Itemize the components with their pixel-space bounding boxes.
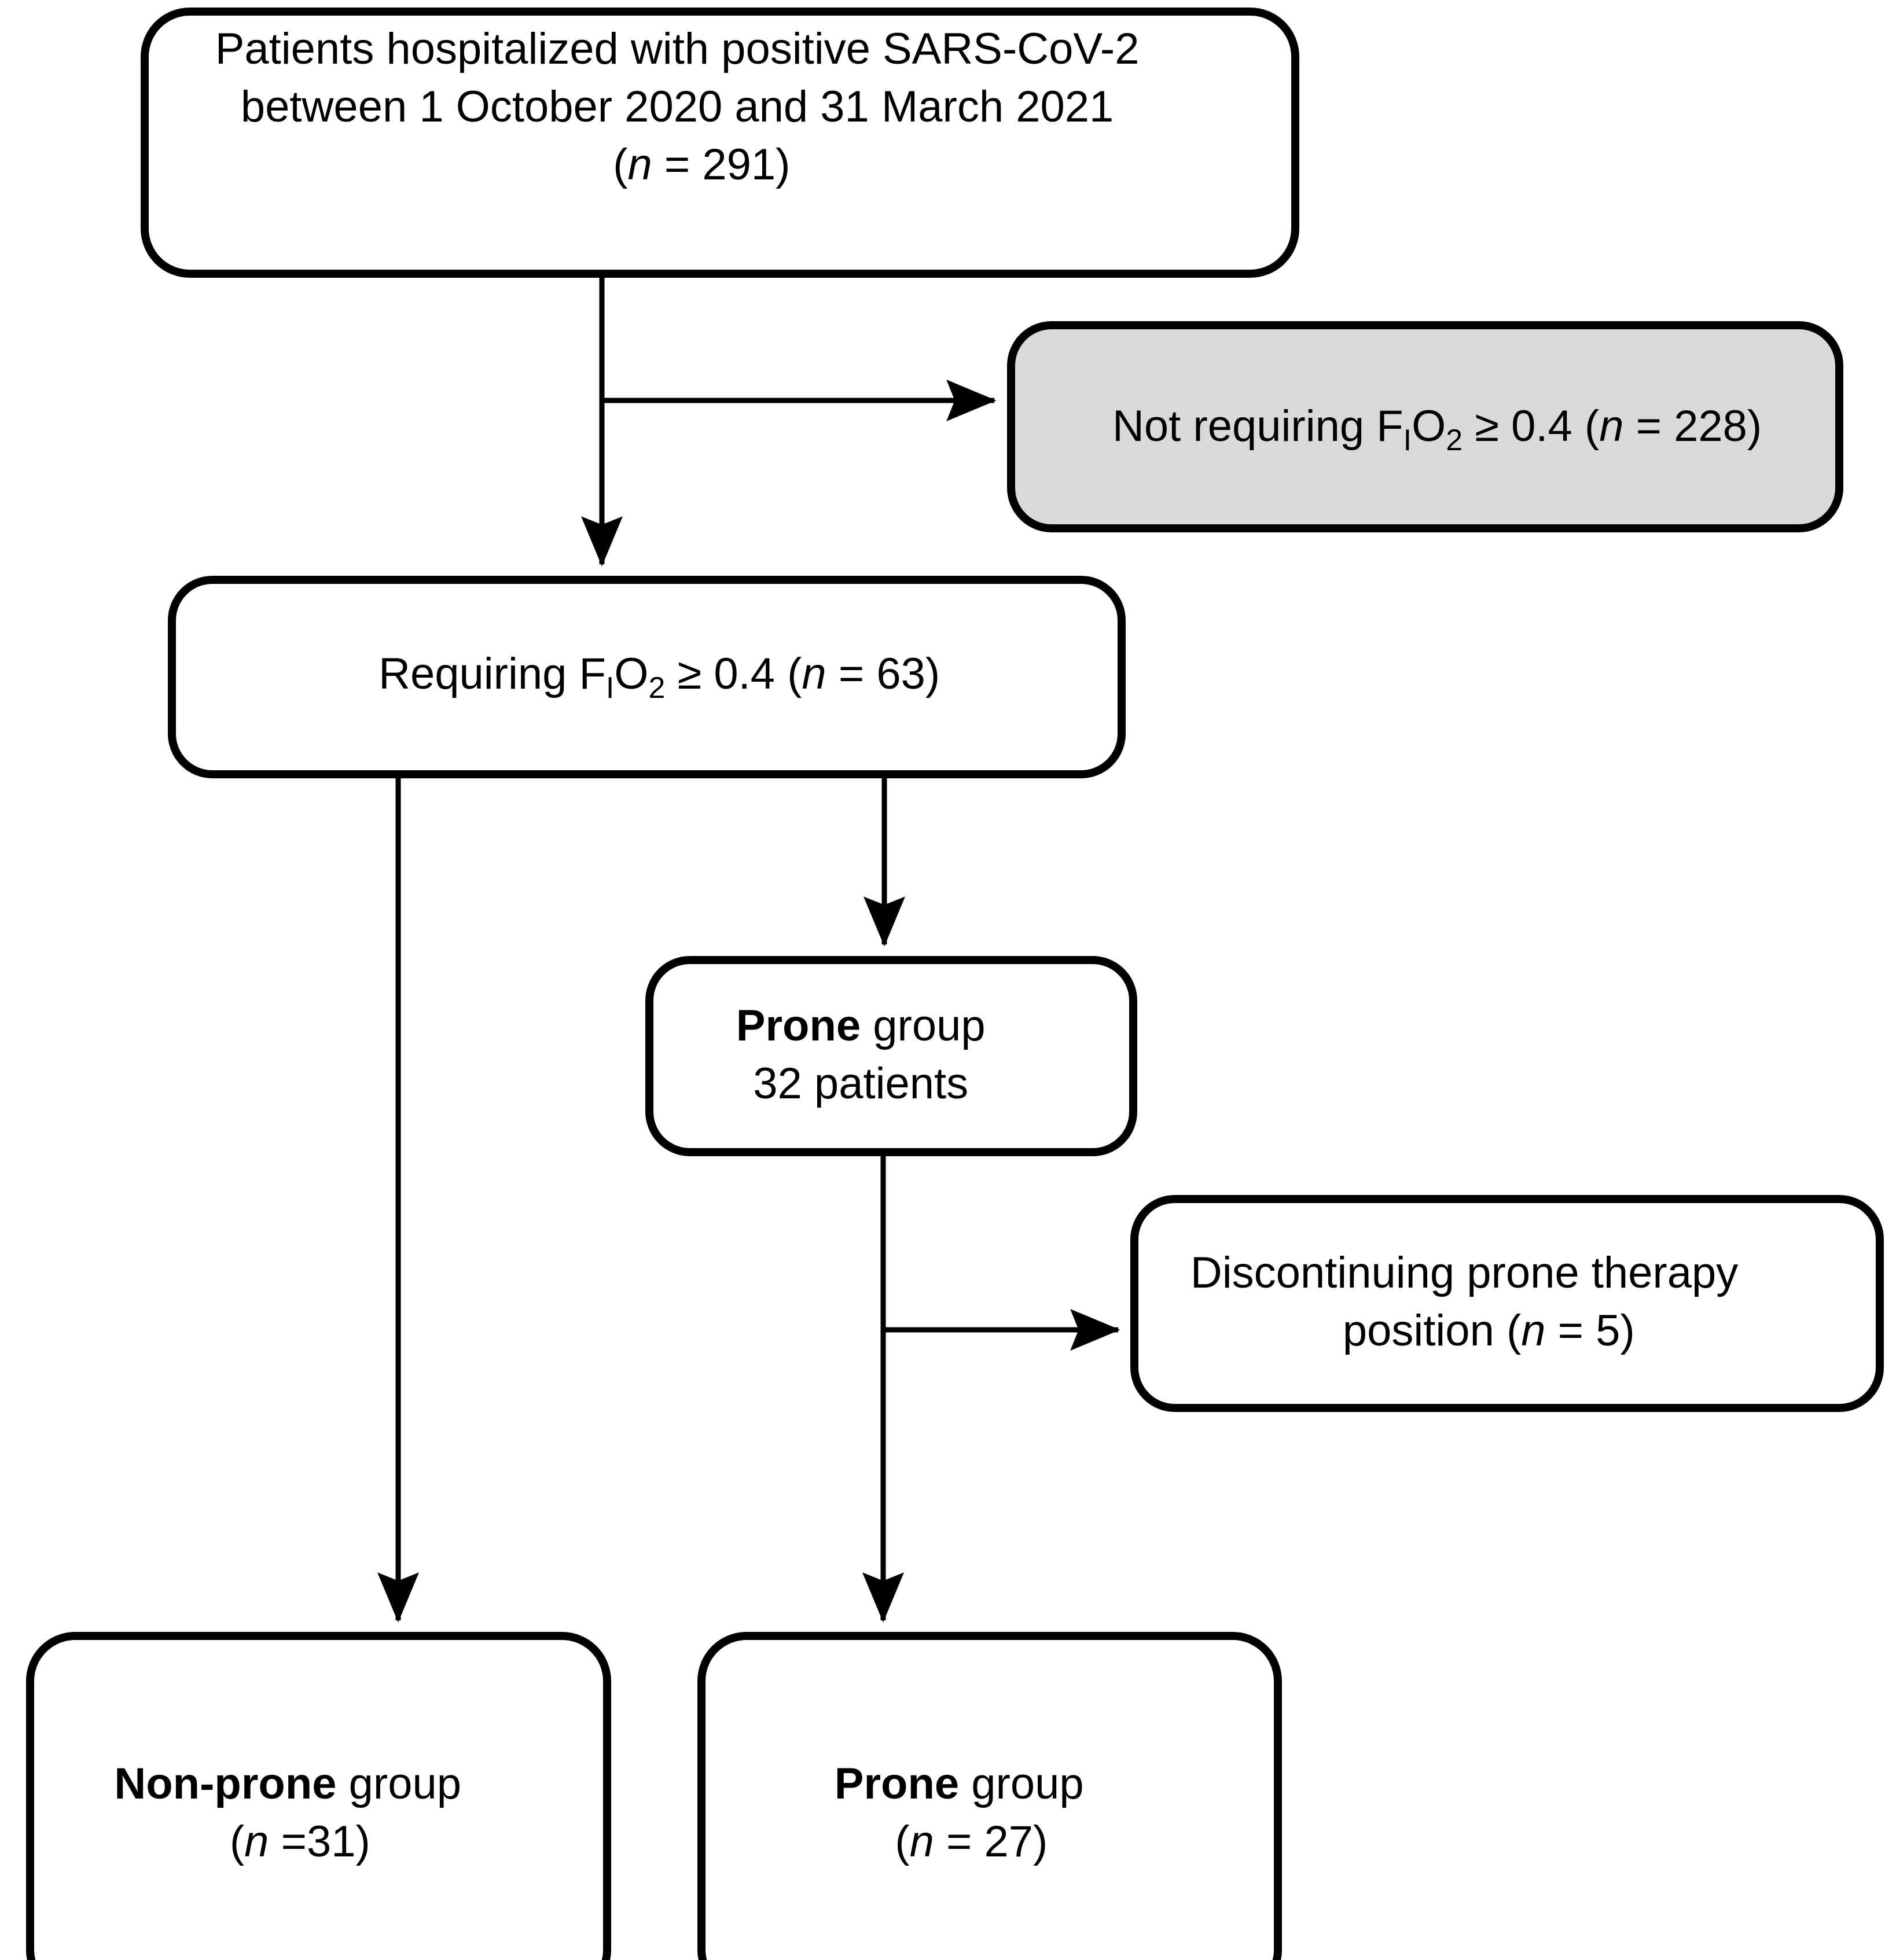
not-requiring-box (1007, 321, 1843, 532)
not-requiring-text: Not requiring FIO2 ≥ 0.4 (n = 228) (1027, 402, 1823, 457)
non-prone-final-label-rest: group (337, 1759, 462, 1808)
not-requiring-text-after: ≥ 0.4 ( (1463, 402, 1599, 451)
node-prone-initial: Prone group 32 patients (626, 956, 1157, 1156)
not-requiring-sub-2: 2 (1446, 424, 1463, 457)
prone-final-line-2: (n = 27) (785, 1817, 1133, 1866)
requiring-sub-2: 2 (648, 671, 665, 705)
discontinued-line-1: Discontinuing prone therapy (1190, 1248, 1738, 1297)
discontinued-box (1130, 1195, 1884, 1412)
requiring-text-before: Requiring F (379, 649, 606, 698)
requiring-box (168, 576, 1126, 778)
connector-group (377, 278, 1120, 1623)
discontinued-text: Discontinuing prone therapy position (n … (1190, 1248, 1824, 1355)
discontinued-line2-before: position ( (1343, 1306, 1521, 1355)
node-discontinued: Discontinuing prone therapy position (n … (1130, 1195, 1884, 1412)
node-non-prone-final: Non-prone group (n =31) (4, 1632, 632, 1960)
enrolled-count-prefix: ( (613, 140, 627, 189)
non-prone-final-line-1: Non-prone group (4, 1759, 547, 1808)
non-prone-final-count-value: =31) (269, 1817, 370, 1866)
enrolled-count-n: n (627, 140, 652, 189)
enrolled-count-value: = 291) (652, 140, 791, 189)
discontinued-line-2: position (n = 5) (1233, 1306, 1721, 1355)
not-requiring-text-o: O (1412, 402, 1446, 451)
prone-final-count-n: n (910, 1817, 934, 1866)
prone-final-count-value: = 27) (934, 1817, 1048, 1866)
non-prone-final-count-n: n (244, 1817, 269, 1866)
prone-final-label-bold: Prone (835, 1759, 959, 1808)
prone-initial-line-1: Prone group (626, 1001, 1071, 1050)
non-prone-final-box (26, 1632, 611, 1960)
prone-final-line2-before: ( (895, 1817, 909, 1866)
prone-final-box (697, 1632, 1282, 1960)
non-prone-final-label-bold: Non-prone (114, 1759, 336, 1808)
prone-final-text: Prone group (n = 27) (725, 1759, 1255, 1866)
enrolled-text: Patients hospitalized with positive SARS… (215, 24, 1225, 189)
non-prone-final-text: Non-prone group (n =31) (4, 1759, 632, 1866)
discontinued-count-n: n (1521, 1306, 1545, 1355)
enrolled-line-1: Patients hospitalized with positive SARS… (215, 24, 1140, 73)
node-requiring: Requiring FIO2 ≥ 0.4 (n = 63) (168, 576, 1126, 778)
node-enrolled: Patients hospitalized with positive SARS… (141, 8, 1299, 278)
requiring-text: Requiring FIO2 ≥ 0.4 (n = 63) (293, 649, 1001, 705)
not-requiring-count-n: n (1599, 402, 1623, 451)
prone-final-label-rest: group (959, 1759, 1084, 1808)
prone-initial-line-2: 32 patients (753, 1059, 968, 1108)
enrolled-box (141, 8, 1299, 278)
prone-initial-label-bold: Prone (736, 1001, 861, 1050)
not-requiring-count-value: = 228) (1623, 402, 1762, 451)
requiring-text-o: O (614, 649, 648, 698)
prone-initial-label-rest: group (861, 1001, 986, 1050)
requiring-count-value: = 63) (826, 649, 940, 698)
non-prone-final-line-2: (n =31) (120, 1817, 456, 1866)
not-requiring-text-before: Not requiring F (1112, 402, 1403, 451)
prone-initial-box (645, 956, 1137, 1156)
prone-final-line-1: Prone group (725, 1759, 1170, 1808)
requiring-count-n: n (802, 649, 826, 698)
requiring-sub-i: I (606, 671, 614, 705)
not-requiring-sub-i: I (1403, 424, 1412, 457)
node-not-requiring: Not requiring FIO2 ≥ 0.4 (n = 228) (1007, 321, 1843, 532)
node-prone-final: Prone group (n = 27) (697, 1632, 1282, 1960)
prone-initial-text: Prone group 32 patients (626, 1001, 1157, 1108)
enrolled-line-3: (n = 291) (503, 140, 876, 189)
requiring-text-after: ≥ 0.4 ( (665, 649, 802, 698)
non-prone-final-line2-before: ( (230, 1817, 244, 1866)
discontinued-count-value: = 5) (1546, 1306, 1635, 1355)
enrolled-line-2: between 1 October 2020 and 31 March 2021 (241, 82, 1114, 131)
